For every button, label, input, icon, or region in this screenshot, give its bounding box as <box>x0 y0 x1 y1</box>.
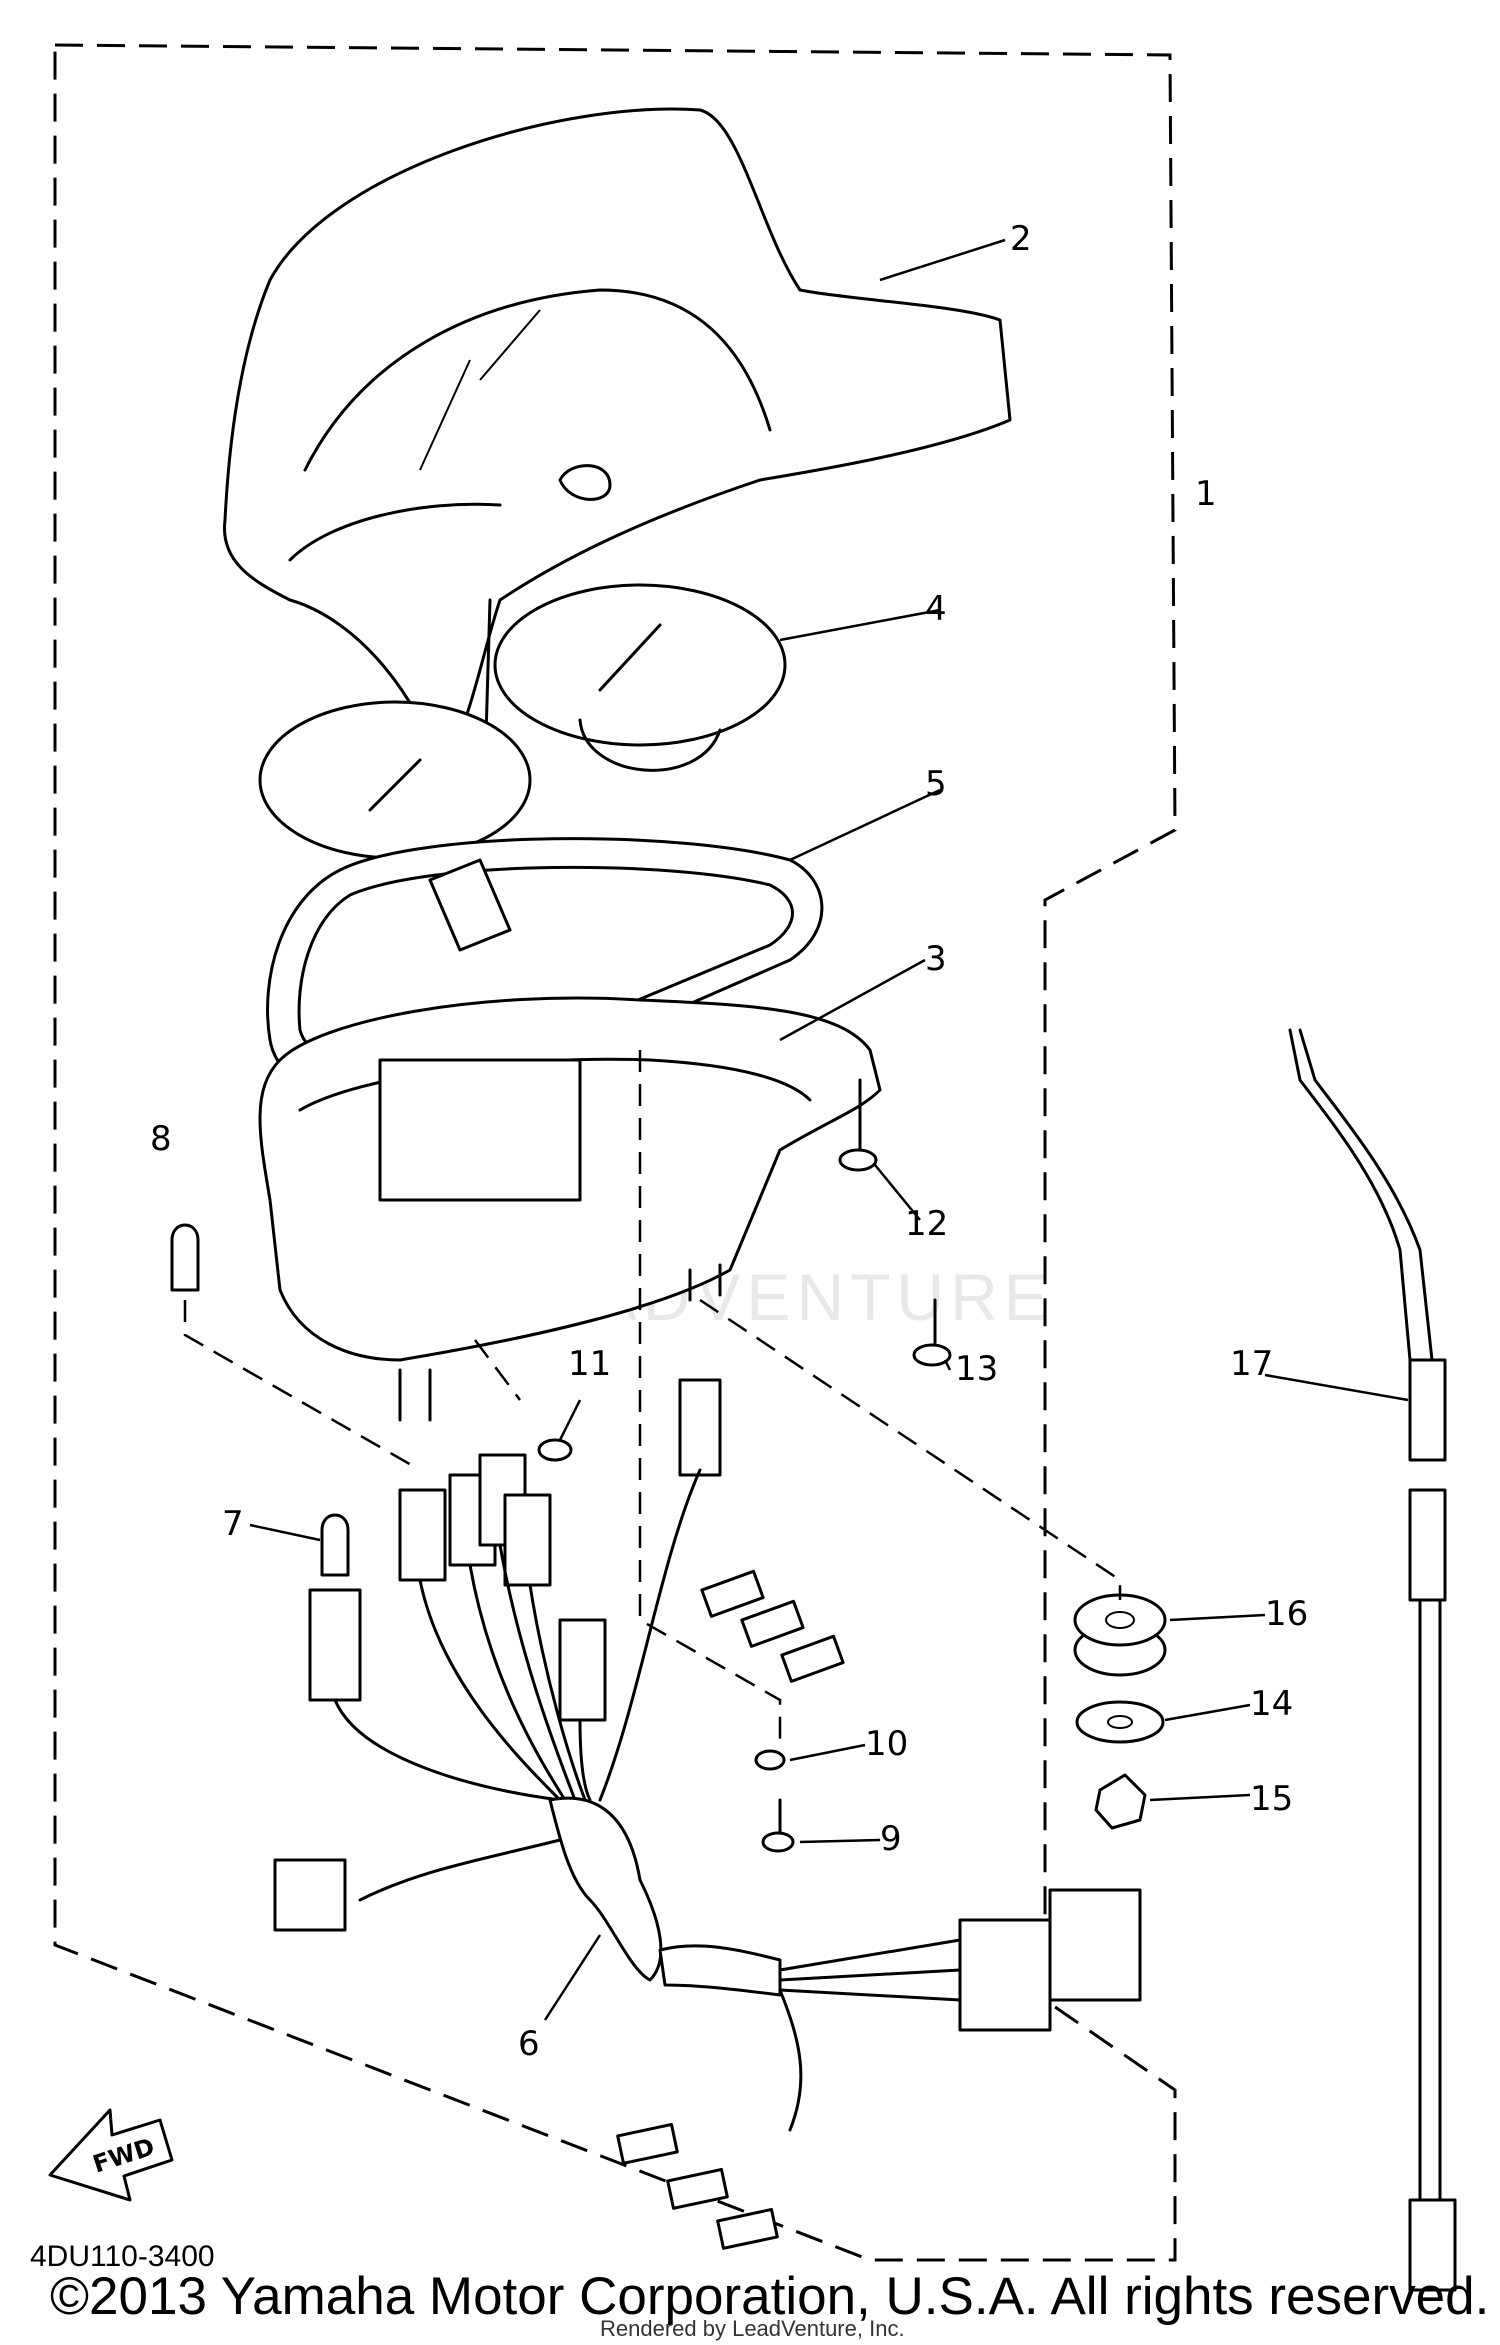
screw-11 <box>537 1438 573 1462</box>
nut-15 <box>1094 1773 1147 1830</box>
callout-13: 13 <box>955 1349 998 1389</box>
callout-3: 3 <box>925 939 947 979</box>
washer-10 <box>754 1749 786 1771</box>
callout-4: 4 <box>925 589 947 629</box>
callout-15: 15 <box>1250 1779 1293 1819</box>
speedometer-cable <box>1288 1028 1457 2292</box>
callout-2: 2 <box>1010 219 1032 259</box>
forward-direction-arrow[interactable]: FWD <box>48 2108 174 2202</box>
callout-14: 14 <box>1250 1684 1293 1724</box>
grommet-16 <box>1073 1593 1167 1677</box>
screw-9 <box>761 1798 795 1853</box>
leader-lines <box>183 238 1409 2021</box>
callout-1: 1 <box>1195 474 1217 514</box>
screw-13 <box>912 1298 952 1367</box>
copyright-notice: ©2013 Yamaha Motor Corporation, U.S.A. A… <box>50 2267 1490 2326</box>
bulb-8 <box>170 1223 200 1292</box>
callout-numbers: 1 2 3 4 5 6 7 8 9 10 11 12 13 14 15 16 1… <box>150 219 1308 2064</box>
callout-8: 8 <box>150 1119 172 1159</box>
callout-10: 10 <box>865 1724 908 1764</box>
rendered-by-notice: Rendered by LeadVenture, Inc. <box>600 2316 905 2341</box>
callout-17: 17 <box>1230 1344 1273 1384</box>
callout-12: 12 <box>905 1204 948 1244</box>
meter-case <box>258 996 882 1422</box>
wire-harness <box>273 1378 1142 2250</box>
bulb-7 <box>320 1513 350 1577</box>
screw-12 <box>838 1078 878 1172</box>
assembly-boundary <box>53 43 1177 2262</box>
callout-9: 9 <box>880 1819 902 1859</box>
diagram-code: 4DU110-3400 <box>30 2240 215 2273</box>
callout-5: 5 <box>925 764 947 804</box>
gauge-faces <box>258 583 787 860</box>
callout-16: 16 <box>1265 1594 1308 1634</box>
meter-cover <box>222 107 1012 772</box>
callout-6: 6 <box>518 2024 540 2064</box>
callout-7: 7 <box>222 1504 244 1544</box>
drive-stub <box>428 858 512 952</box>
washer-14 <box>1075 1700 1165 1744</box>
callout-11: 11 <box>568 1344 611 1384</box>
